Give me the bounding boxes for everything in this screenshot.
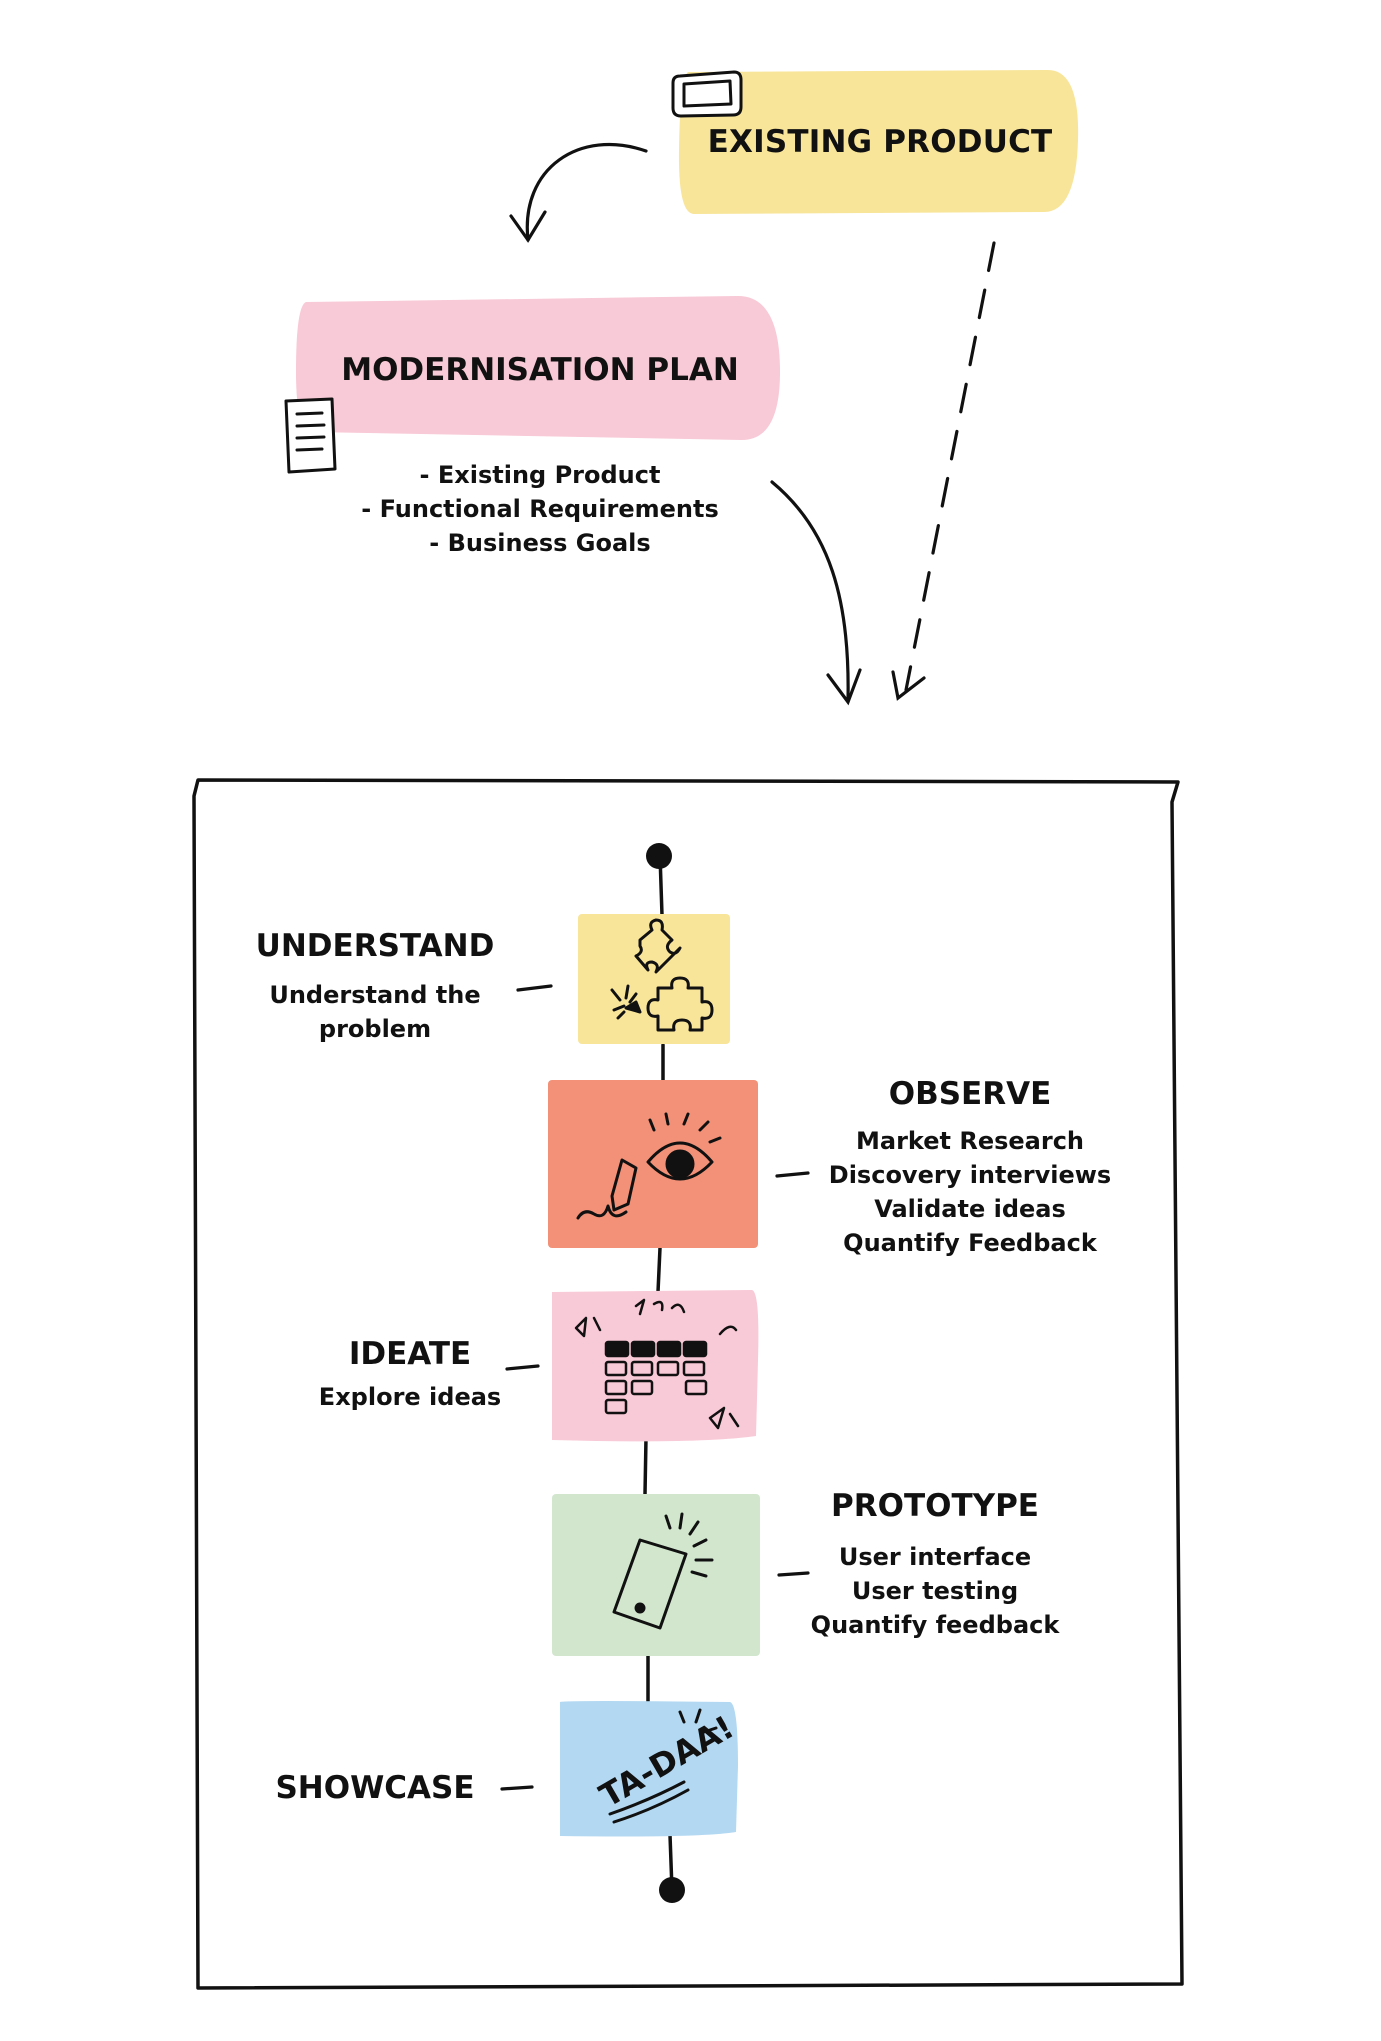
- timeline: [643, 853, 674, 1892]
- arrow-existing-to-plan: [509, 142, 648, 243]
- prototype-title: PROTOTYPE: [831, 1488, 1039, 1524]
- observe-line: Validate ideas: [874, 1195, 1066, 1223]
- eye-icon: [576, 1112, 722, 1220]
- plan-input-item: - Functional Requirements: [361, 495, 719, 523]
- prototype-line: User interface: [838, 1543, 1032, 1571]
- prototype-description: User interface User testing Quantify fee…: [790, 1540, 1080, 1642]
- puzzle-icon: [610, 918, 714, 1032]
- plan-inputs: - Existing Product - Functional Requirem…: [330, 458, 750, 560]
- prototype-line: User testing: [851, 1577, 1019, 1605]
- observe-title: OBSERVE: [888, 1076, 1052, 1112]
- timeline-start-dot: [646, 843, 672, 869]
- connectors: [500, 984, 810, 1791]
- observe-card: [548, 1080, 758, 1248]
- prototype-line: Quantify feedback: [810, 1611, 1060, 1639]
- sticky-notes-icon: [574, 1298, 740, 1430]
- observe-line: Quantify Feedback: [843, 1229, 1097, 1257]
- understand-title: UNDERSTAND: [255, 928, 495, 964]
- ideate-description: Explore ideas: [290, 1380, 530, 1414]
- plan-input-item: - Existing Product: [419, 461, 661, 489]
- understand-card: [578, 914, 730, 1044]
- modernisation-plan-card: [296, 296, 780, 440]
- understand-description: Understand the problem: [240, 978, 510, 1046]
- observe-description: Market Research Discovery interviews Val…: [808, 1124, 1132, 1260]
- showcase-title: SHOWCASE: [275, 1770, 475, 1806]
- dashed-arrow-existing-to-process: [891, 241, 996, 701]
- understand-line: problem: [318, 1015, 432, 1043]
- process-frame: [192, 778, 1184, 1990]
- existing-product-title: EXISTING PRODUCT: [707, 124, 1053, 160]
- ta-daa-icon: [608, 1708, 718, 1824]
- window-icon: [671, 70, 743, 118]
- observe-line: Discovery interviews: [828, 1161, 1112, 1189]
- showcase-card: [560, 1701, 738, 1837]
- ideate-title: IDEATE: [348, 1336, 472, 1372]
- modernisation-plan-title: MODERNISATION PLAN: [341, 352, 739, 388]
- ideate-card: [552, 1290, 759, 1442]
- ideate-line: Explore ideas: [318, 1383, 502, 1411]
- phone-icon: [612, 1512, 714, 1630]
- existing-product-card: [678, 70, 1079, 214]
- understand-line: Understand the: [269, 981, 481, 1009]
- observe-line: Market Research: [856, 1127, 1084, 1155]
- prototype-card: [552, 1494, 760, 1656]
- document-icon: [284, 397, 337, 474]
- timeline-end-dot: [659, 1877, 685, 1903]
- arrow-plan-to-process: [770, 480, 862, 706]
- plan-input-item: - Business Goals: [429, 529, 651, 557]
